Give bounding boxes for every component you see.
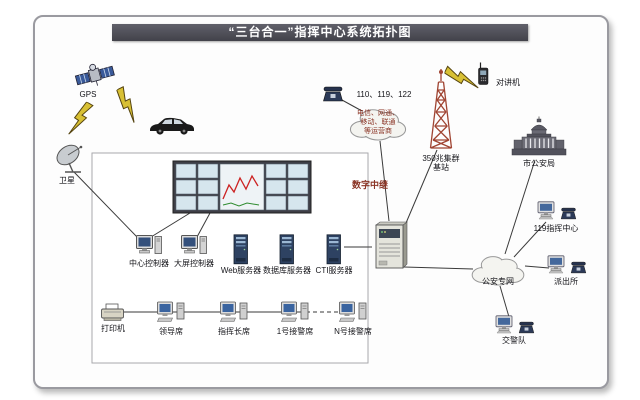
link-network-119center <box>513 221 547 258</box>
center119-pc-icon <box>537 201 555 220</box>
link-network-traffic <box>499 285 510 318</box>
trunk-switch-icon <box>375 221 408 269</box>
station-phone-icon <box>570 261 587 274</box>
city-bureau-label: 市公安局 <box>523 159 555 168</box>
link-wall-screen-controller <box>196 212 211 238</box>
traffic-phone-icon <box>518 321 535 334</box>
link-telecom-cloud-switch <box>379 140 390 222</box>
commander-seat-icon <box>220 301 248 322</box>
cti-server-label: CTI服务器 <box>315 266 353 275</box>
display-wall <box>172 160 312 214</box>
center119-phone-icon <box>560 207 577 220</box>
walkie-talkie-icon <box>477 62 489 86</box>
lightning-tower-walkie-icon <box>442 65 482 89</box>
center-controller-icon <box>136 235 162 254</box>
lightning-gps-car-icon <box>109 84 147 124</box>
telecom-cloud-line2: 移动、联通 <box>360 119 396 126</box>
chart-red-line <box>222 174 259 200</box>
gps-label: GPS <box>79 90 97 99</box>
radio-tower-icon <box>429 68 453 149</box>
link-switch-police-network <box>403 266 474 270</box>
leader-seat-icon <box>157 301 185 322</box>
display-wall-screens <box>175 163 309 211</box>
center-controller-label: 中心控制器 <box>129 259 169 268</box>
commander-seat-label: 指挥长席 <box>218 327 250 336</box>
telecom-cloud-line3: 等运营商 <box>364 128 392 135</box>
db-server-icon <box>279 234 294 265</box>
tower-label-line1: 350兆集群 <box>422 154 460 163</box>
walkie-talkie-label: 对讲机 <box>496 78 520 87</box>
seatN-label: N号接警席 <box>334 327 372 336</box>
hotlines-label: 110、119、122 <box>356 90 412 99</box>
gps-satellite-icon <box>73 59 117 91</box>
traffic-pc-icon <box>495 315 513 334</box>
seat1-icon <box>281 301 309 322</box>
diagram-title-text: “三台合一”指挥中心系统拓扑图 <box>228 25 412 39</box>
digital-trunk-label: 数字中继 <box>351 180 389 190</box>
station-pc-icon <box>547 255 565 274</box>
screen-controller-label: 大屏控制器 <box>174 259 214 268</box>
lightning-gps-satellite-icon <box>68 99 94 139</box>
traffic-police-label: 交警队 <box>502 336 526 345</box>
screen-controller-icon <box>181 235 207 254</box>
web-server-icon <box>233 234 248 265</box>
chart-green-line <box>222 202 260 207</box>
leader-seat-label: 领导席 <box>159 327 183 336</box>
link-wall-center-controller <box>150 212 191 238</box>
hotline-phone-icon <box>323 86 343 102</box>
satellite-dish-icon <box>54 144 84 173</box>
center119-label: 119指挥中心 <box>533 224 579 233</box>
diagram-title: “三台合一”指挥中心系统拓扑图 <box>112 24 528 41</box>
tower-label-line2: 基站 <box>433 163 449 172</box>
link-satellite-center <box>73 171 139 239</box>
cti-server-icon <box>326 234 341 265</box>
link-tower-switch <box>405 149 438 224</box>
police-network-label: 公安专网 <box>482 277 514 286</box>
web-server-label: Web服务器 <box>220 266 262 275</box>
telecom-cloud-line1: 电信、网通、 <box>357 110 399 117</box>
satellite-label: 卫星 <box>59 176 75 185</box>
main-screen <box>219 163 265 211</box>
seatN-icon <box>339 301 367 322</box>
patrol-car-icon <box>150 117 194 135</box>
link-phone-telecom-cloud <box>341 99 363 112</box>
link-network-bureau <box>504 159 536 255</box>
link-network-station <box>524 265 550 269</box>
seat1-label: 1号接警席 <box>276 327 314 336</box>
bureau-building-icon <box>511 116 567 156</box>
printer-label: 打印机 <box>101 324 125 333</box>
db-server-label: 数据库服务器 <box>263 266 311 275</box>
police-station-label: 派出所 <box>554 277 578 286</box>
